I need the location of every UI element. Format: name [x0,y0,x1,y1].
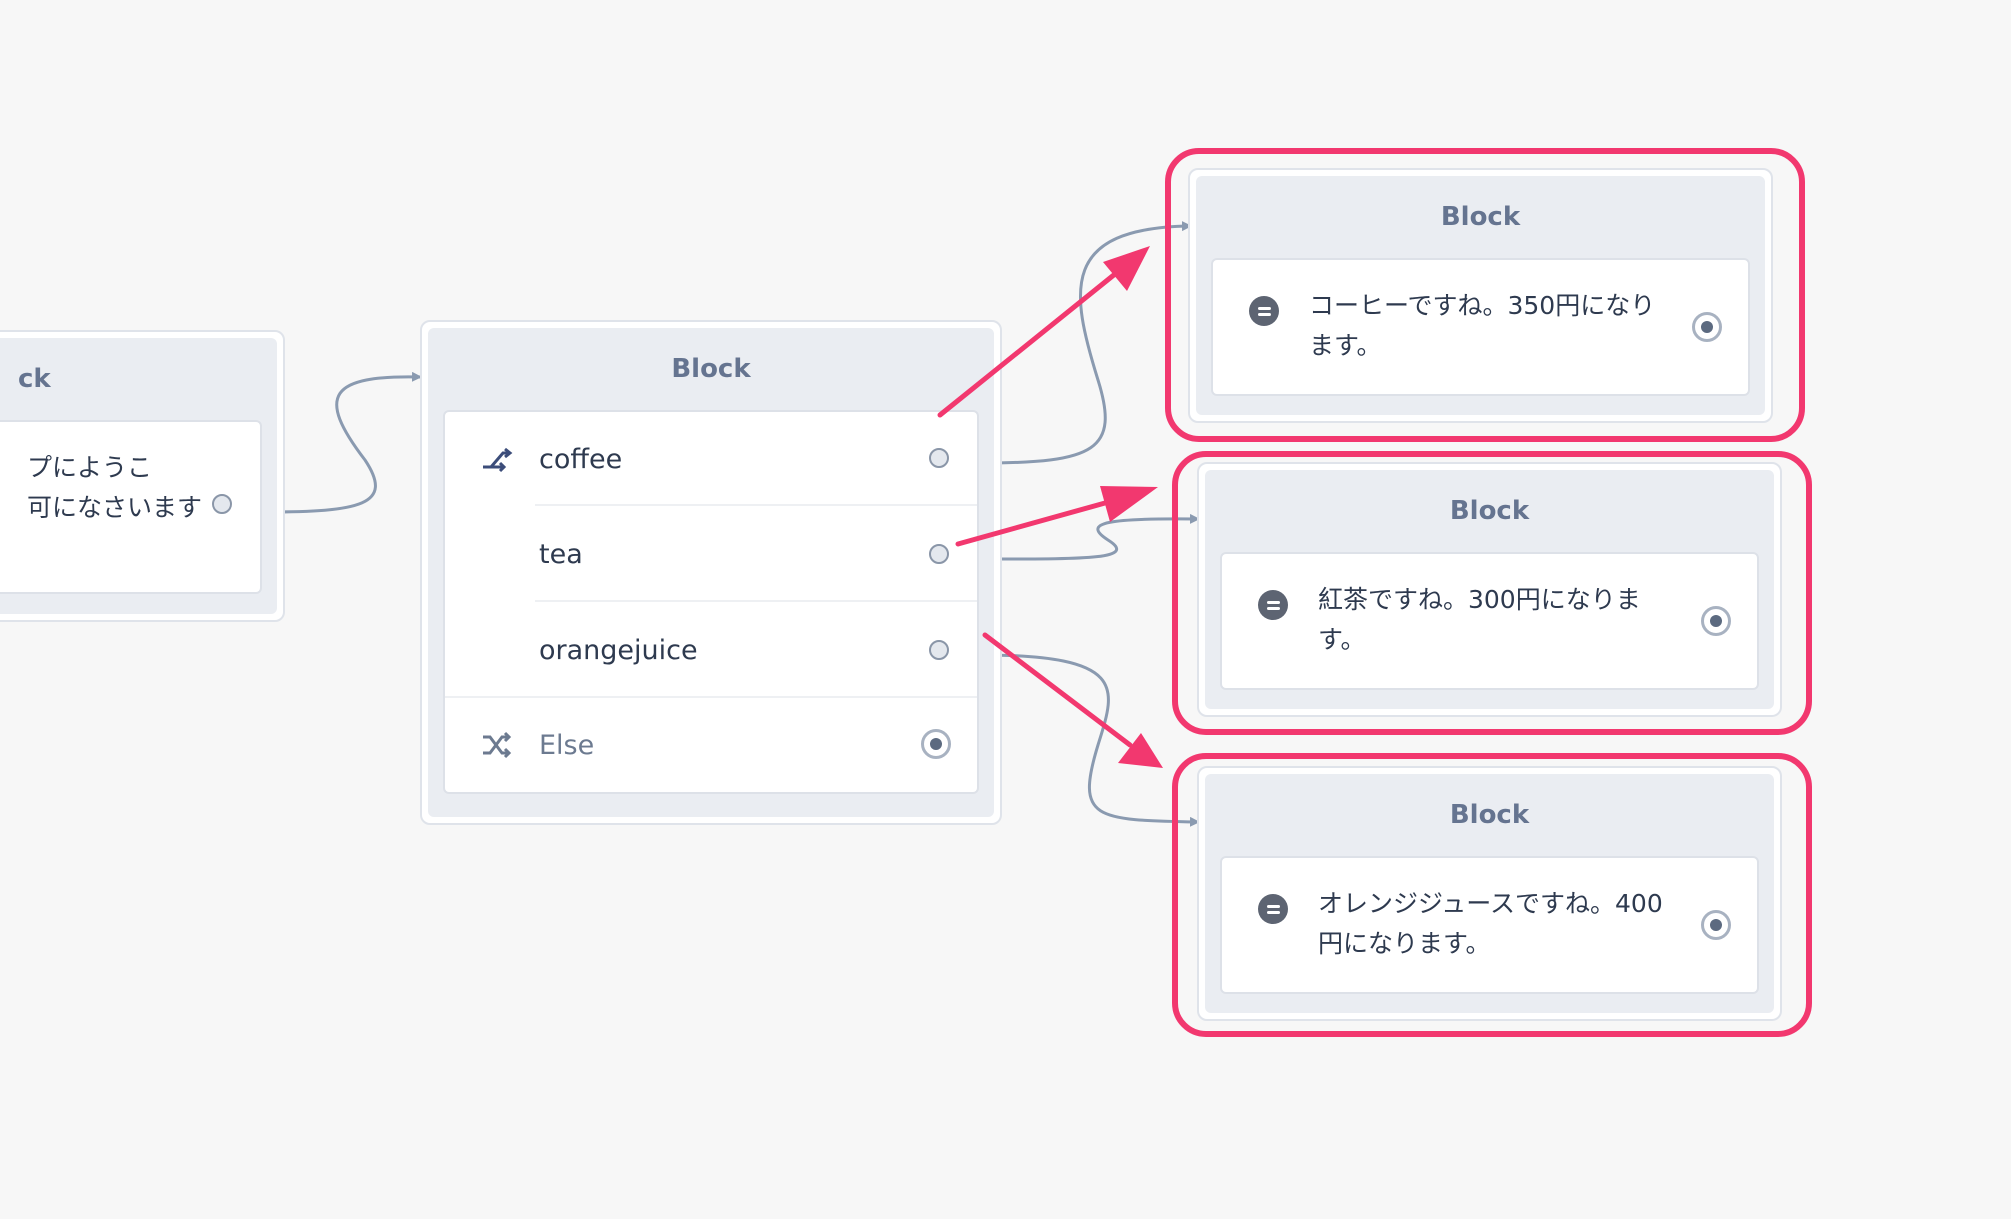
output-port-icon[interactable] [1692,312,1722,342]
else-port-icon[interactable] [921,729,951,759]
router-row-coffee-label: coffee [539,443,623,475]
highlight-frame-coffee [1165,148,1805,442]
coffee-message-card[interactable]: コーヒーですね。350円になります。 [1211,258,1750,396]
wire-coffee-to-coffee-block [981,221,1192,465]
router-options-card: coffee tea orangejuice [443,410,979,794]
coffee-response-node[interactable]: Block コーヒーですね。350円になります。 [1188,168,1773,423]
router-row-tea-label: tea [539,538,583,570]
chat-bubble-icon [1258,590,1288,620]
router-row-orangejuice[interactable]: orangejuice [445,602,977,698]
coffee-response-body: Block コーヒーですね。350円になります。 [1196,176,1765,415]
router-node-title: Block [671,354,751,384]
tea-message-card[interactable]: 紅茶ですね。300円になります。 [1220,552,1759,690]
tea-message-text: 紅茶ですね。300円になります。 [1318,585,1641,654]
router-node[interactable]: Block coffee tea orangejuice [420,320,1002,825]
coffee-response-title: Block [1440,202,1521,232]
tea-response-node[interactable]: Block 紅茶ですね。300円になります。 [1197,462,1782,717]
router-row-coffee[interactable]: coffee [445,412,977,506]
wire-start-to-router [264,371,422,514]
output-port-icon[interactable] [1701,606,1731,636]
tea-response-title: Block [1449,496,1530,526]
output-port-icon[interactable] [1701,910,1731,940]
output-port-icon[interactable] [212,494,232,514]
tea-port-icon[interactable] [929,544,949,564]
router-node-body: Block coffee tea orangejuice [428,328,994,817]
wire-orange-to-orange-block [981,653,1200,827]
orange-response-body: Block オレンジジュースですね。400円になります。 [1205,774,1774,1013]
branch-icon [483,447,513,473]
router-row-else[interactable]: Else [445,698,977,792]
chat-bubble-icon [1258,894,1288,924]
start-node-body: ck プにようこ 可になさいます [0,338,277,614]
start-message-card[interactable]: プにようこ 可になさいます [0,420,262,594]
row-divider [445,696,977,698]
chat-bubble-icon [1249,296,1279,326]
orangejuice-port-icon[interactable] [929,640,949,660]
router-row-tea[interactable]: tea [445,506,977,602]
row-divider [535,504,977,506]
start-node[interactable]: ck プにようこ 可になさいます [0,330,285,622]
tea-response-body: Block 紅茶ですね。300円になります。 [1205,470,1774,709]
start-message-line-1: プにようこ [27,453,153,482]
wire-tea-to-tea-block [981,513,1200,561]
router-row-orangejuice-label: orangejuice [539,634,698,666]
row-divider [535,600,977,602]
highlight-frame-orange [1172,753,1812,1037]
start-message-line-2: 可になさいます [27,493,203,522]
orange-response-title: Block [1449,800,1530,830]
orange-message-text: オレンジジュースですね。400円になります。 [1318,889,1663,958]
highlight-frame-tea [1172,451,1812,735]
router-row-else-label: Else [539,729,595,761]
shuffle-icon [483,731,512,759]
orange-message-card[interactable]: オレンジジュースですね。400円になります。 [1220,856,1759,994]
start-message-text: プにようこ 可になさいます [27,448,202,528]
orange-response-node[interactable]: Block オレンジジュースですね。400円になります。 [1197,766,1782,1021]
coffee-port-icon[interactable] [929,448,949,468]
start-node-title: ck [18,364,51,394]
coffee-message-text: コーヒーですね。350円になります。 [1309,291,1656,360]
